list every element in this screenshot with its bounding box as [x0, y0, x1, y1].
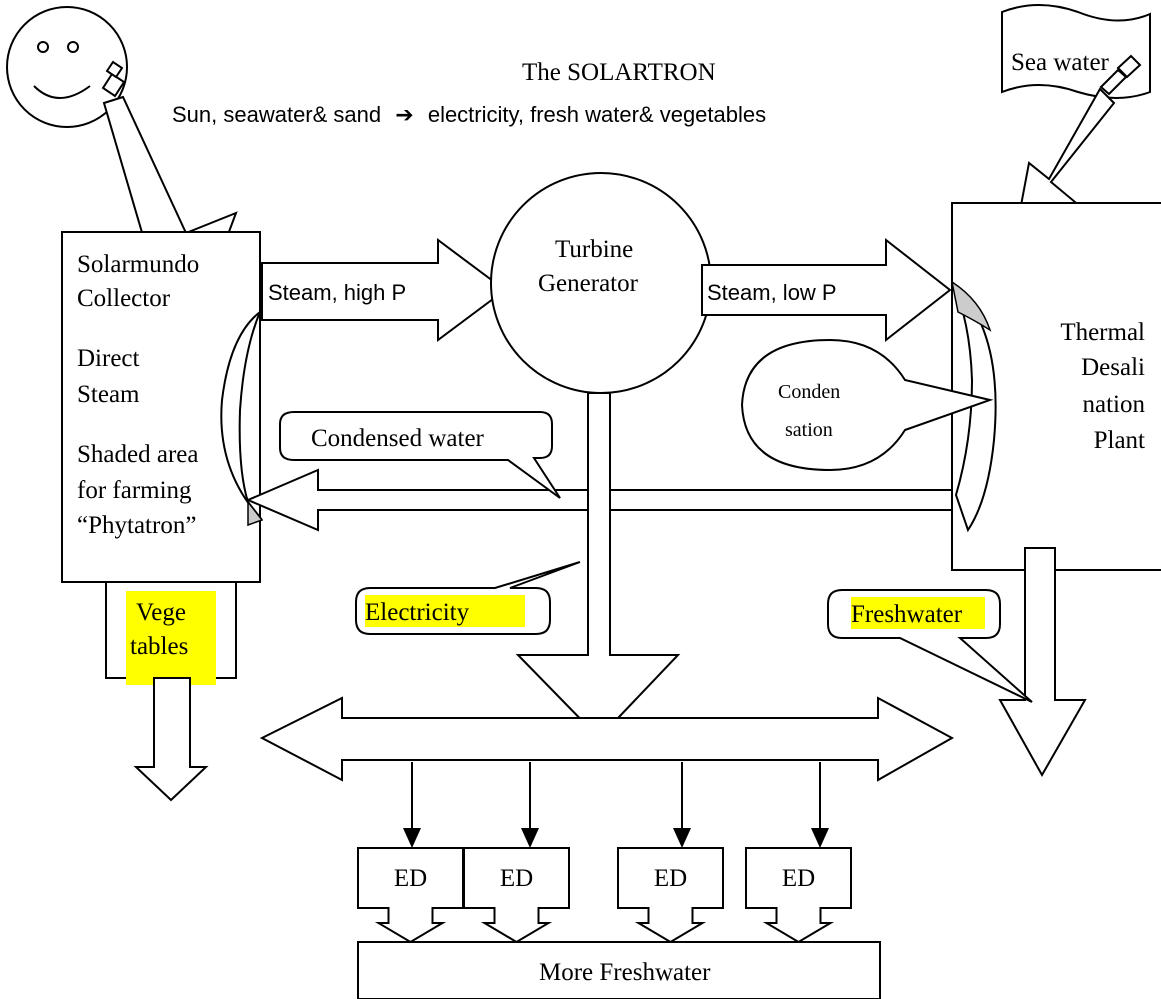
condensed-water-callout	[279, 411, 561, 499]
steam-low-pressure-arrow	[701, 237, 952, 343]
sea-water-label: Sea water	[1011, 49, 1110, 76]
vegetables-output-arrow	[133, 677, 209, 802]
electricity-label: Electricity	[365, 599, 470, 626]
desalination-plant-box	[951, 202, 1161, 571]
turbine-label: Turbine	[555, 236, 633, 263]
collector-line: Direct	[77, 345, 140, 372]
collector-line: “Phytatron”	[77, 512, 196, 539]
condensed-water-label: Condensed water	[311, 425, 485, 452]
freshwater-highlight	[851, 597, 985, 629]
ed-unit-box	[617, 847, 724, 944]
collector-line: Steam	[77, 381, 140, 408]
ed-units: ED ED ED ED	[357, 762, 852, 944]
collector-line: Solarmundo	[77, 251, 199, 278]
collector-return-shade	[247, 499, 264, 527]
distribution-double-arrow	[259, 696, 955, 782]
sea-water-pipe	[1099, 54, 1142, 96]
ed-unit-label: ED	[782, 865, 815, 892]
plant-return-shade	[950, 280, 992, 332]
plant-line: nation	[1083, 391, 1146, 418]
more-freshwater-label: More Freshwater	[539, 959, 711, 986]
ed-unit-label: ED	[394, 865, 427, 892]
ed-unit-label: ED	[500, 865, 533, 892]
vegetables-highlight	[126, 591, 216, 685]
freshwater-output-arrow	[998, 547, 1087, 778]
collector-text: Solarmundo Collector Direct Steam Shaded…	[77, 251, 199, 539]
steam-high-pressure-arrow	[261, 238, 507, 342]
solar-collector-box	[61, 231, 261, 583]
subtitle-arrow-icon: ➔	[395, 102, 413, 127]
plant-text: Thermal Desali nation Plant	[1060, 319, 1145, 454]
ed-unit-box	[463, 847, 570, 944]
generator-label: Generator	[538, 270, 639, 297]
collector-line: Collector	[77, 285, 171, 312]
vegetables-label-bottom: tables	[130, 633, 188, 660]
plant-line: Thermal	[1060, 319, 1145, 346]
ed-feed-arrowhead	[673, 828, 691, 848]
ed-feed-arrowhead	[521, 828, 539, 848]
sun-pipe	[101, 60, 126, 98]
ed-feed-arrowhead	[403, 828, 421, 848]
collector-line: Shaded area	[77, 441, 198, 468]
steam-high-label: Steam, high P	[268, 280, 406, 305]
plant-line: Plant	[1094, 427, 1145, 454]
ed-unit-box	[745, 847, 852, 944]
steam-low-label: Steam, low P	[707, 280, 837, 305]
condensation-label-bottom: sation	[785, 419, 833, 441]
electricity-highlight	[365, 595, 525, 627]
more-freshwater-box	[357, 941, 881, 999]
plant-line: Desali	[1081, 354, 1145, 381]
sun-icon	[6, 6, 128, 128]
freshwater-label: Freshwater	[851, 601, 963, 628]
subtitle: Sun, seawater& sand ➔ electricity, fresh…	[172, 102, 766, 127]
electricity-down-arrow	[515, 392, 681, 740]
ed-unit-label: ED	[654, 865, 687, 892]
page-title: The SOLARTRON	[522, 59, 716, 86]
subtitle-outputs: electricity, fresh water& vegetables	[428, 102, 766, 127]
condensation-callout	[740, 338, 994, 472]
condensation-label-top: Conden	[778, 381, 840, 403]
ed-feed-arrowhead	[811, 828, 829, 848]
ed-unit-box	[357, 847, 464, 944]
vegetables-label-top: Vege	[136, 599, 186, 626]
collector-line: for farming	[77, 477, 192, 504]
subtitle-inputs: Sun, seawater& sand	[172, 102, 381, 127]
